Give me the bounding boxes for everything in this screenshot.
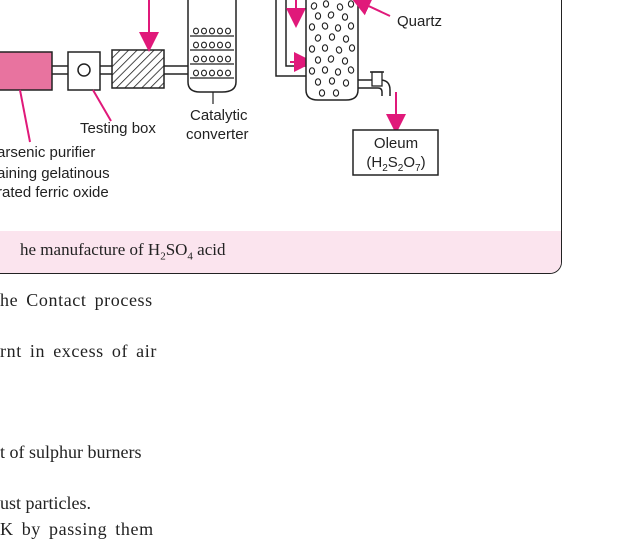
absorption-tower bbox=[305, 0, 359, 101]
testing-box-leader bbox=[92, 89, 112, 122]
quartz-label: Quartz bbox=[397, 13, 442, 30]
body-line-1: he Contact process bbox=[0, 290, 153, 310]
figure-caption: he manufacture of H2SO4 acid bbox=[20, 240, 226, 263]
preheater bbox=[111, 49, 165, 89]
arsenic-label-1: arsenic purifier bbox=[0, 144, 95, 161]
body-line-2: rnt in excess of air bbox=[0, 341, 157, 361]
testing-box bbox=[67, 51, 101, 91]
arsenic-label-2: aining gelatinous bbox=[0, 165, 110, 182]
catalytic-converter-label-2: converter bbox=[186, 126, 249, 143]
arsenic-leader bbox=[19, 89, 31, 143]
body-line-5: K by passing them bbox=[0, 519, 154, 539]
outlet-tap bbox=[371, 71, 383, 87]
catalytic-converter-label-1: Catalytic bbox=[190, 107, 248, 124]
caption-band bbox=[0, 231, 561, 273]
oleum-formula: (H2S2O7) bbox=[366, 154, 425, 174]
contact-process-diagram: Oleum (H2S2O7) Quartz Testing box Cataly… bbox=[0, 0, 442, 201]
quartz-arrow bbox=[350, 0, 391, 17]
oleum-box bbox=[352, 129, 439, 176]
catalytic-converter bbox=[187, 0, 237, 93]
testing-box-label: Testing box bbox=[80, 120, 156, 137]
body-line-4: ust particles. bbox=[0, 493, 91, 513]
arsenic-label-3: rated ferric oxide bbox=[0, 184, 109, 201]
oleum-label: Oleum bbox=[374, 135, 418, 152]
body-line-3: t of sulphur burners bbox=[0, 442, 142, 462]
arsenic-purifier bbox=[0, 51, 53, 91]
figure-frame bbox=[0, 0, 562, 274]
